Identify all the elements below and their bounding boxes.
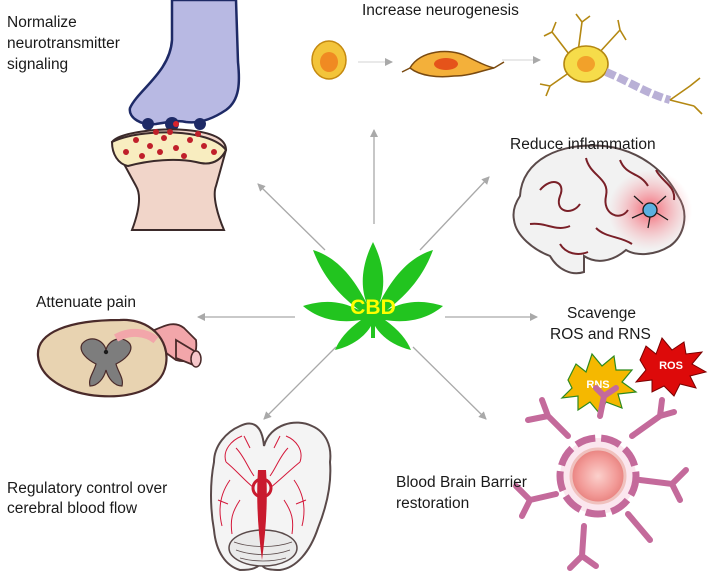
neural-stem-cell-icon [311, 40, 347, 80]
ros-badge-label: ROS [659, 360, 683, 372]
label-ros-rns-line2: ROS and RNS [550, 326, 651, 343]
label-neurotransmitter-line2: neurotransmitter [7, 35, 120, 52]
spinal-cord-illustration [36, 318, 202, 398]
arrow-to-bbb [412, 346, 487, 420]
arrow-to-inflammation [419, 176, 490, 251]
label-ros-rns-line1: Scavenge [567, 305, 636, 322]
label-pain: Attenuate pain [36, 294, 136, 311]
arrows [197, 129, 538, 420]
arrow-to-blood-flow [263, 346, 337, 420]
ros-badge-icon: ROS [634, 337, 708, 397]
cbd-leaf: CBD [303, 242, 443, 350]
inflamed-brain-illustration [512, 144, 692, 275]
cbd-label: CBD [350, 296, 396, 319]
microglia-icon [631, 195, 669, 229]
neurogenesis-stage-arrows [358, 56, 541, 66]
label-inflammation: Reduce inflammation [510, 136, 656, 153]
mature-neuron-icon [539, 13, 703, 115]
label-neurotransmitter: Normalize neurotransmitter signaling [7, 14, 124, 73]
rns-badge-label: RNS [586, 379, 609, 391]
label-blood-flow-line2: cerebral blood flow [7, 500, 138, 517]
cerebral-vessels-illustration [210, 421, 332, 572]
label-ros-rns: Scavenge ROS and RNS [550, 305, 651, 343]
label-blood-flow: Regulatory control over cerebral blood f… [7, 480, 172, 517]
rns-badge-icon: RNS [560, 352, 638, 416]
blood-brain-barrier-illustration [513, 385, 689, 571]
progenitor-cell-icon [401, 50, 505, 78]
label-blood-flow-line1: Regulatory control over [7, 480, 167, 497]
effect-labels: Normalize neurotransmitter signaling Inc… [7, 2, 656, 517]
label-neurotransmitter-line3: signaling [7, 56, 68, 73]
label-bbb-line1: Blood Brain Barrier [396, 474, 527, 491]
arrow-to-neurotransmitter [257, 183, 326, 251]
synapse-illustration [110, 0, 241, 231]
label-bbb-line2: restoration [396, 495, 469, 512]
label-bbb: Blood Brain Barrier restoration [396, 474, 531, 512]
label-neurogenesis: Increase neurogenesis [362, 2, 519, 19]
label-neurotransmitter-line1: Normalize [7, 14, 77, 31]
